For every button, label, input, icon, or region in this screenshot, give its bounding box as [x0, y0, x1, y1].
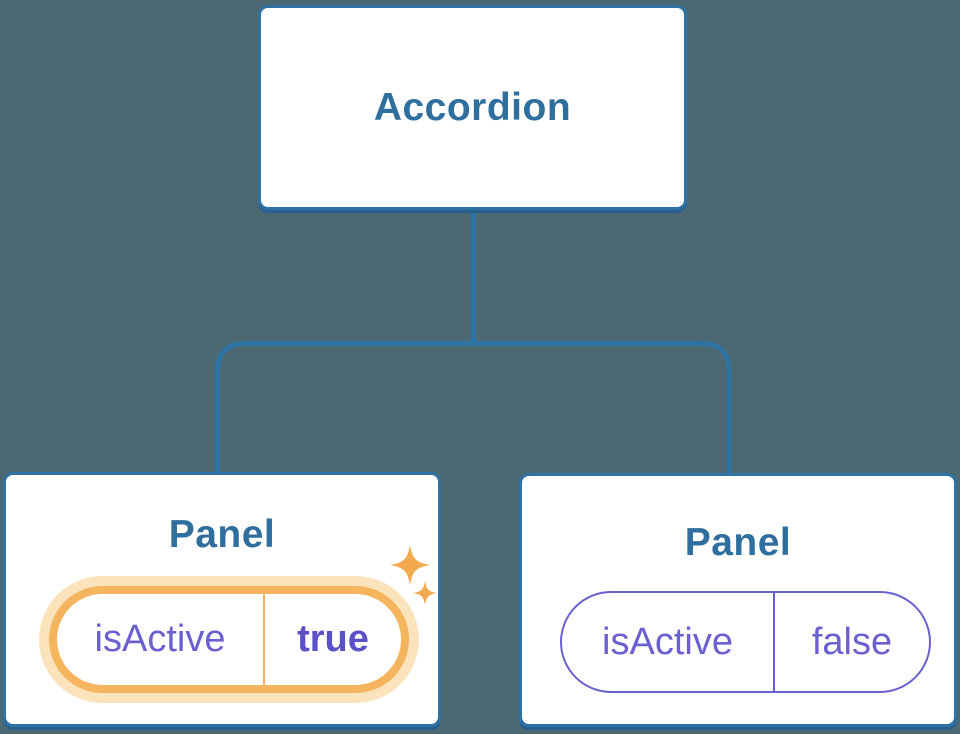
- state-pill-inactive: isActive false: [560, 591, 931, 693]
- panel-node-inactive: Panel isActive false: [519, 473, 957, 727]
- state-value: true: [297, 618, 369, 660]
- pill-divider: [263, 594, 265, 685]
- panel-node-label: Panel: [168, 513, 276, 556]
- state-key: isActive: [94, 618, 226, 660]
- state-value: false: [811, 620, 893, 663]
- state-pill-active: isActive true: [49, 586, 409, 693]
- accordion-node-label: Accordion: [373, 85, 572, 129]
- state-key: isActive: [602, 620, 733, 663]
- panel-node-label: Panel: [684, 521, 792, 564]
- panel-node-active: Panel isActive true: [3, 472, 441, 727]
- pill-divider: [773, 593, 775, 691]
- accordion-node: Accordion: [258, 5, 687, 210]
